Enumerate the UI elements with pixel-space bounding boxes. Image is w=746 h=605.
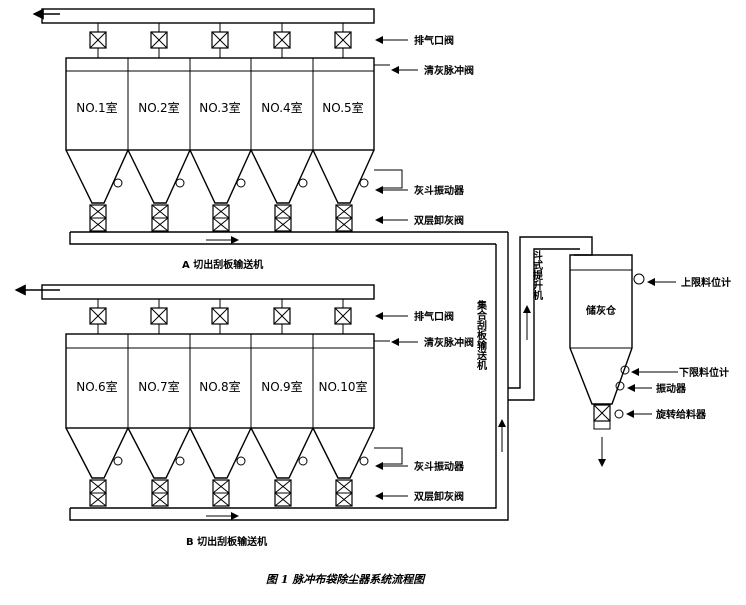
room-10-label: NO.10室 bbox=[318, 379, 367, 394]
pulse-valve-label-a: 清灰脉冲阀 bbox=[424, 64, 474, 77]
upper-level-sensor-icon bbox=[633, 273, 645, 285]
row-b bbox=[14, 232, 509, 521]
room-3-label: NO.3室 bbox=[199, 100, 240, 115]
chamber-body-a bbox=[65, 57, 375, 151]
elevator-label: 斗式提升机 bbox=[531, 250, 543, 301]
double-valves-b bbox=[89, 479, 353, 507]
lower-level-sensor-icon bbox=[620, 365, 630, 375]
vibrators-a bbox=[113, 178, 369, 188]
row-a bbox=[32, 8, 508, 245]
conveyor-b-label: B 切出刮板输送机 bbox=[186, 535, 267, 548]
hopper-vibrator-label-a: 灰斗振动器 bbox=[414, 184, 465, 197]
exhaust-valves-b bbox=[89, 299, 352, 334]
exhaust-duct-b bbox=[41, 284, 375, 300]
double-valve-label-b: 双层卸灰阀 bbox=[414, 490, 464, 503]
upper-level-label: 上限料位计 bbox=[681, 276, 731, 289]
chamber-body-b bbox=[65, 333, 375, 429]
exhaust-valve-label-b: 排气口阀 bbox=[414, 310, 454, 323]
hoppers-a bbox=[65, 148, 375, 204]
room-5-label: NO.5室 bbox=[322, 100, 363, 115]
figure-caption: 图 1 脉冲布袋除尘器系统流程图 bbox=[266, 573, 426, 586]
room-2-label: NO.2室 bbox=[138, 100, 179, 115]
room-8-label: NO.8室 bbox=[199, 379, 240, 394]
vibrators-b bbox=[113, 456, 369, 466]
hoppers-b bbox=[65, 426, 375, 479]
conveyor-a-label: A 切出刮板输送机 bbox=[182, 258, 263, 271]
exhaust-valve-label-a: 排气口阀 bbox=[414, 34, 454, 47]
exhaust-valves-a bbox=[89, 23, 352, 58]
collector-label: 集合刮板输送机 bbox=[475, 299, 488, 371]
room-7-label: NO.7室 bbox=[138, 379, 179, 394]
ash-bin-label: 储灰仓 bbox=[585, 304, 617, 317]
room-9-label: NO.9室 bbox=[261, 379, 302, 394]
pulse-valve-label-b: 清灰脉冲阀 bbox=[424, 336, 474, 349]
hopper-vibrator-label-b: 灰斗振动器 bbox=[414, 460, 465, 473]
room-1-label: NO.1室 bbox=[76, 100, 117, 115]
bucket-elevator bbox=[508, 236, 593, 401]
rotary-feeder-label: 旋转给料器 bbox=[655, 408, 707, 421]
conveyor-a bbox=[69, 231, 508, 245]
double-valves-a bbox=[89, 204, 353, 232]
lower-level-label: 下限料位计 bbox=[679, 366, 729, 379]
vibrator-label: 振动器 bbox=[656, 382, 687, 395]
conveyor-b bbox=[69, 232, 509, 521]
rotary-feeder-icon bbox=[614, 409, 624, 419]
ash-bin bbox=[569, 254, 633, 405]
room-4-label: NO.4室 bbox=[261, 100, 302, 115]
room-6-label: NO.6室 bbox=[76, 379, 117, 394]
exhaust-duct-a bbox=[41, 8, 375, 24]
vibrator-icon bbox=[615, 381, 625, 391]
double-valve-label-a: 双层卸灰阀 bbox=[414, 214, 464, 227]
